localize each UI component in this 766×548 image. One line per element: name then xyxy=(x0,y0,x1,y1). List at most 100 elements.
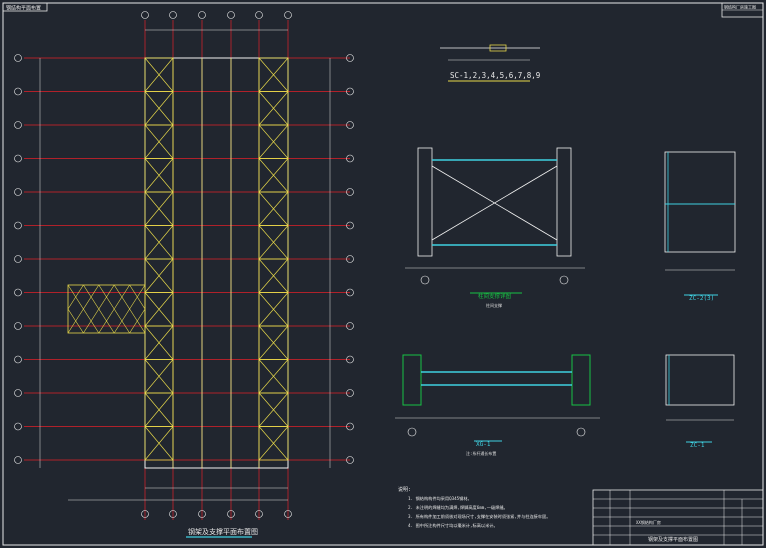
grid-bubble-right xyxy=(346,87,354,96)
brace-diagonal xyxy=(144,191,174,226)
annex-brace xyxy=(98,284,115,310)
annex-brace xyxy=(67,284,84,310)
brace-diagonal xyxy=(258,292,289,327)
sc-series-title: SC-1,2,3,4,5,6,7,8,9 xyxy=(450,71,540,80)
annex-brace xyxy=(113,284,130,310)
grid-bubble-left xyxy=(14,389,22,397)
note-1: 1. 钢结构构件均采用Q345钢材。 xyxy=(408,495,472,502)
main-plan xyxy=(14,11,354,520)
zc-frame xyxy=(664,151,736,253)
grid-bubble-bottom xyxy=(255,510,263,518)
grid-bubble-left xyxy=(14,221,22,230)
grid-bubble-top xyxy=(255,11,263,19)
grid-bubble-right xyxy=(346,456,354,464)
xg-note: 注:系杆通长布置 xyxy=(466,450,496,456)
note-2: 2. 未注明的焊缝均为满焊,焊脚高度6mm,一级焊缝。 xyxy=(408,504,508,511)
annex-brace xyxy=(129,308,146,334)
brace-elevation-title: 柱间支撑详图 xyxy=(478,292,512,300)
brace-diagonal xyxy=(258,124,289,159)
grid-bubble-bottom xyxy=(198,510,206,518)
grid-bubble-left xyxy=(14,121,22,129)
grid-bubble-right xyxy=(346,54,354,62)
title-block: XX钢结构厂房 钢架及支撑平面布置图 xyxy=(592,489,764,546)
title-block-project: XX钢结构厂房 xyxy=(636,519,661,525)
grid-bubble-right xyxy=(346,288,354,297)
elev-bubble xyxy=(559,275,569,285)
brace-diagonal xyxy=(144,325,174,360)
grid-bubble-top xyxy=(169,11,177,19)
grid-bubble-right xyxy=(346,355,354,364)
annex-brace xyxy=(98,308,115,334)
grid-bubble-top xyxy=(198,11,206,19)
brace-diagonal xyxy=(144,392,174,427)
brace-diagonal xyxy=(258,392,289,427)
annex-brace xyxy=(113,308,130,334)
brace-diagonal xyxy=(144,258,174,293)
grid-bubble-left xyxy=(14,154,22,163)
elev-column-right xyxy=(556,147,572,257)
grid-bubble-left xyxy=(14,456,22,464)
grid-bubble-bottom xyxy=(141,510,149,518)
grid-bubble-right xyxy=(346,322,354,330)
zc1-title: ZC-1 xyxy=(690,442,705,449)
brace-diagonal xyxy=(144,57,174,92)
brace-diagonal xyxy=(144,359,174,394)
zc1-frame xyxy=(665,354,735,406)
grid-bubble-left xyxy=(14,255,22,263)
brace-diagonal xyxy=(258,191,289,226)
brace-diagonal xyxy=(144,158,174,193)
zc-title: ZC-2(3) xyxy=(689,295,714,302)
grid-bubble-left xyxy=(14,422,22,431)
brace-diagonal xyxy=(144,426,174,461)
note-3: 3. 所有构件加工前须核对现场尺寸,支撑在安装时须张紧,并与柱连接牢固。 xyxy=(408,513,550,520)
brace-diagonal xyxy=(258,225,289,260)
annex-brace xyxy=(83,284,100,310)
grid-bubble-right xyxy=(346,255,354,263)
note-4: 4. 图中所注构件尺寸均以毫米计,标高以米计。 xyxy=(408,522,498,529)
xg-title: XG-1 xyxy=(476,441,491,448)
brace-diagonal xyxy=(144,225,174,260)
brace-elevation-subtitle: 柱间支撑 xyxy=(486,302,502,308)
grid-bubble-left xyxy=(14,322,22,330)
grid-bubble-right xyxy=(346,389,354,397)
grid-bubble-left xyxy=(14,87,22,96)
plan-frame xyxy=(144,57,289,469)
brace-diagonal xyxy=(258,325,289,360)
annex-brace xyxy=(83,308,100,334)
elev-column-left xyxy=(417,147,433,257)
annex-brace xyxy=(129,284,146,310)
top-left-label: 钢结构平面布置 xyxy=(6,5,41,12)
grid-bubble-right xyxy=(346,221,354,230)
title-block-name: 钢架及支撑平面布置图 xyxy=(648,536,698,543)
brace-diagonal xyxy=(144,91,174,126)
grid-bubble-bottom xyxy=(284,510,292,518)
grid-bubble-bottom xyxy=(169,510,177,518)
elev-bubble xyxy=(420,275,430,285)
brace-diagonal xyxy=(258,426,289,461)
elev-brace-diagonal xyxy=(431,165,558,241)
grid-bubble-left xyxy=(14,54,22,62)
grid-bubble-left xyxy=(14,288,22,297)
xg-bubble xyxy=(407,427,417,437)
xg-plate-right xyxy=(571,354,591,406)
sc-bar-plate xyxy=(489,44,507,52)
brace-diagonal xyxy=(258,258,289,293)
grid-bubble-top xyxy=(227,11,235,19)
grid-bubble-right xyxy=(346,188,354,196)
main-plan-title: 钢架及支撑平面布置图 xyxy=(188,527,258,536)
brace-diagonal xyxy=(258,57,289,92)
annex-brace xyxy=(67,308,84,334)
grid-bubble-left xyxy=(14,355,22,364)
grid-bubble-top xyxy=(284,11,292,19)
brace-diagonal xyxy=(258,158,289,193)
xg-bubble xyxy=(576,427,586,437)
brace-diagonal xyxy=(144,292,174,327)
grid-bubble-left xyxy=(14,188,22,196)
grid-bubble-bottom xyxy=(227,510,235,518)
grid-bubble-top xyxy=(141,11,149,19)
detail-drawings xyxy=(395,44,736,443)
top-right-label: 钢结构厂房施工图 xyxy=(724,4,756,10)
